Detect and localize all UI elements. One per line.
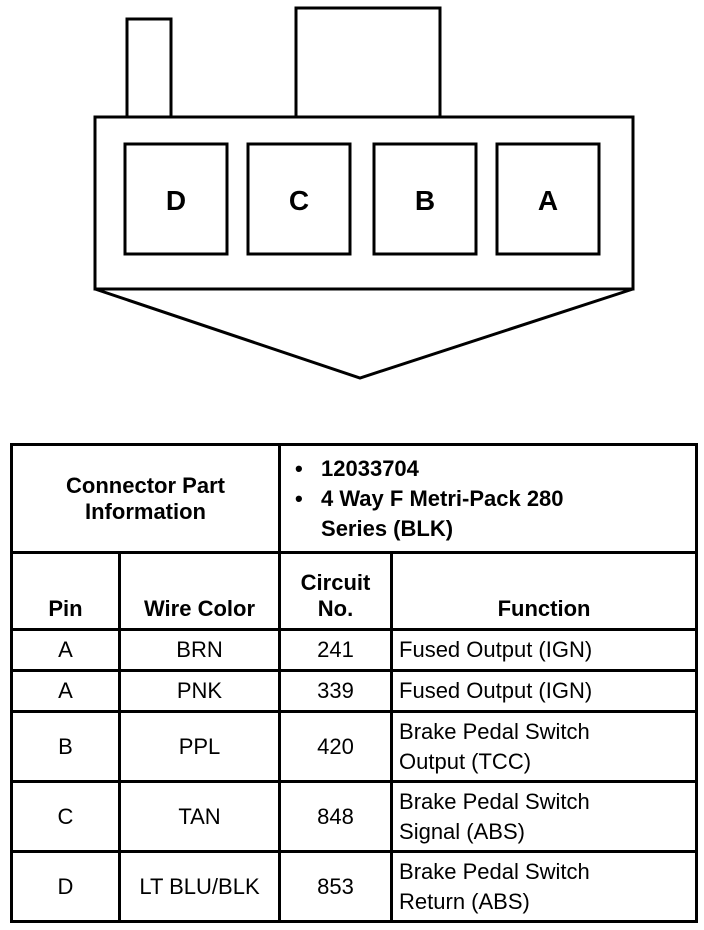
wire-color-cell: PNK bbox=[117, 669, 282, 713]
connector-latch bbox=[125, 17, 173, 121]
function-line-1: Brake Pedal Switch bbox=[399, 788, 590, 814]
pin-label-b: B bbox=[415, 185, 435, 216]
pin-label-d: D bbox=[166, 185, 186, 216]
part-description-line-1: 4 Way F Metri-Pack 280 bbox=[321, 485, 564, 511]
function-line-2: Return (ABS) bbox=[399, 888, 530, 914]
header-function: Function bbox=[390, 551, 699, 631]
function-cell: Brake Pedal Switch Signal (ABS) bbox=[390, 780, 699, 853]
table-row: A PNK 339 Fused Output (IGN) bbox=[10, 669, 699, 713]
part-info-label-line-1: Connector Part bbox=[66, 472, 225, 498]
connector-pointer bbox=[94, 287, 634, 380]
pin-cell: D bbox=[10, 850, 121, 923]
header-circuit: Circuit No. bbox=[278, 551, 394, 631]
function-line-2: Output (TCC) bbox=[399, 748, 532, 774]
function-line-2: Signal (ABS) bbox=[399, 818, 525, 844]
header-wire-color: Wire Color bbox=[117, 551, 282, 631]
pin-cell: A bbox=[10, 628, 121, 672]
wire-color-cell: LT BLU/BLK bbox=[117, 850, 282, 923]
pin-cavity-a bbox=[495, 142, 601, 256]
pin-cell: A bbox=[10, 669, 121, 713]
table-row: C TAN 848 Brake Pedal Switch Signal (ABS… bbox=[10, 780, 699, 853]
function-line-1: Brake Pedal Switch bbox=[399, 858, 590, 884]
header-pin: Pin bbox=[10, 551, 121, 631]
connector-top-block bbox=[294, 6, 442, 121]
circuit-cell: 848 bbox=[278, 780, 394, 853]
wire-color-cell: PPL bbox=[117, 710, 282, 783]
function-cell: Fused Output (IGN) bbox=[390, 628, 699, 672]
function-cell: Brake Pedal Switch Return (ABS) bbox=[390, 850, 699, 923]
part-number: 12033704 bbox=[321, 455, 419, 481]
connector-diagram: D C B A bbox=[93, 6, 635, 380]
function-cell: Fused Output (IGN) bbox=[390, 669, 699, 713]
part-info-values: • 12033704 • 4 Way F Metri-Pack 280 Seri… bbox=[278, 443, 699, 554]
header-circuit-line-1: Circuit bbox=[300, 570, 371, 595]
part-description-line-2: Series (BLK) bbox=[321, 515, 454, 541]
pin-cavity-b bbox=[372, 142, 478, 256]
function-line-1: Brake Pedal Switch bbox=[399, 718, 590, 744]
circuit-cell: 420 bbox=[278, 710, 394, 783]
connector-info-table: Connector Part Information • 12033704 • … bbox=[9, 443, 699, 923]
pin-cavity-d bbox=[123, 142, 229, 256]
wire-color-cell: BRN bbox=[117, 628, 282, 672]
function-line-1: Fused Output (IGN) bbox=[399, 637, 593, 662]
bullet-icon: • bbox=[295, 455, 303, 481]
wire-color-cell: TAN bbox=[117, 780, 282, 853]
column-header-row: Pin Wire Color Circuit No. Function bbox=[10, 551, 699, 631]
header-circuit-line-2: No. bbox=[317, 596, 354, 621]
table-row: A BRN 241 Fused Output (IGN) bbox=[10, 628, 699, 672]
table-row: D LT BLU/BLK 853 Brake Pedal Switch Retu… bbox=[10, 850, 699, 923]
circuit-cell: 241 bbox=[278, 628, 394, 672]
part-info-label: Connector Part Information bbox=[9, 443, 282, 554]
pin-cell: B bbox=[10, 710, 121, 783]
part-info-label-line-2: Information bbox=[85, 498, 206, 524]
function-cell: Brake Pedal Switch Output (TCC) bbox=[390, 710, 699, 783]
circuit-cell: 339 bbox=[278, 669, 394, 713]
pin-label-c: C bbox=[289, 185, 309, 216]
pin-cell: C bbox=[10, 780, 121, 853]
table-row: B PPL 420 Brake Pedal Switch Output (TCC… bbox=[10, 710, 699, 783]
circuit-cell: 853 bbox=[278, 850, 394, 923]
bullet-icon: • bbox=[295, 485, 303, 511]
pin-cavity-c bbox=[246, 142, 352, 256]
pin-label-a: A bbox=[538, 185, 558, 216]
function-line-1: Fused Output (IGN) bbox=[399, 678, 593, 703]
part-info-row: Connector Part Information • 12033704 • … bbox=[9, 443, 699, 554]
